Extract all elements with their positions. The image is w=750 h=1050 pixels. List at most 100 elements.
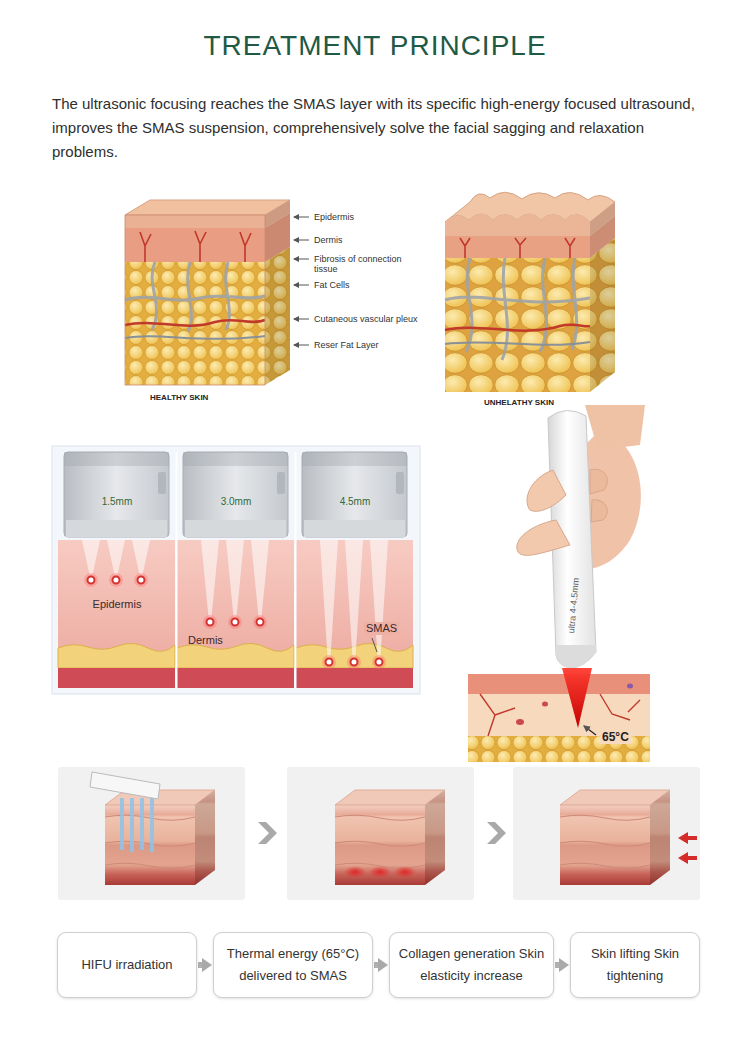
handpiece-illustration	[562, 668, 592, 728]
healthy-skin-cube	[125, 200, 290, 215]
figure-caption: HEALTHY SKIN	[150, 393, 208, 403]
healthy-skin-cube	[265, 200, 290, 385]
process-illustrations	[122, 798, 152, 852]
handpiece-illustration	[585, 405, 645, 450]
transducer-panel	[372, 638, 377, 652]
transducer-panel	[203, 615, 217, 629]
unhealthy-skin-cube	[460, 238, 575, 258]
arrow-head	[202, 958, 212, 972]
process-illustrations	[258, 822, 277, 844]
transducer-panel	[257, 619, 264, 626]
transducer-panel	[58, 452, 175, 688]
transducer-panel	[207, 619, 214, 626]
handpiece-illustration	[542, 702, 548, 707]
depth-label: 1.5mm	[58, 496, 176, 508]
layer-label: Cutaneous vascular pleux	[314, 314, 418, 324]
process-illustrations	[140, 798, 144, 850]
transducer-panel	[52, 446, 420, 694]
process-illustrations	[105, 790, 215, 885]
handpiece-illustration	[556, 645, 596, 668]
process-illustrations	[58, 767, 245, 900]
process-box: HIFU irradiation	[57, 932, 197, 998]
process-box: Thermal energy (65°C) delivered to SMAS	[213, 932, 373, 998]
transducer-panel	[177, 452, 294, 688]
handpiece-illustration	[584, 726, 596, 735]
process-illustrations	[560, 790, 670, 885]
depth-label: 3.0mm	[177, 496, 295, 508]
healthy-skin-cube	[125, 320, 265, 326]
transducer-panel	[251, 540, 269, 617]
process-illustrations	[287, 767, 474, 900]
healthy-skin-cube	[125, 228, 265, 262]
unhealthy-skin-cube	[445, 325, 590, 331]
process-illustrations	[130, 798, 134, 852]
layer-label: Epidermis	[314, 212, 354, 222]
transducer-panel	[226, 540, 244, 617]
unhealthy-skin-cube	[445, 192, 615, 392]
layer-label: Epidermis	[58, 598, 176, 611]
leader-lines	[294, 319, 309, 320]
healthy-skin-cube	[125, 262, 265, 385]
layer-label: Reser Fat Layer	[314, 340, 379, 350]
box-text: Skin lifting Skin tightening	[578, 943, 692, 987]
flow-arrow	[374, 958, 388, 972]
box-text: Thermal energy (65°C) delivered to SMAS	[221, 943, 365, 987]
figure-caption: UNHELATHY SKIN	[484, 398, 554, 408]
unhealthy-skin-cube	[445, 342, 590, 345]
transducer-panel	[84, 573, 386, 669]
process-illustrations	[90, 772, 160, 799]
unhealthy-skin-cube	[590, 202, 615, 392]
unhealthy-skin-cube	[445, 258, 590, 360]
transducer-panel	[295, 452, 297, 688]
transducer-panel	[232, 619, 239, 626]
temperature-label: 65°C	[600, 730, 631, 744]
process-illustrations	[120, 798, 124, 850]
unhealthy-skin-cube	[445, 236, 590, 258]
process-illustrations	[58, 767, 700, 900]
leader-lines	[294, 240, 309, 241]
transducer-panel	[132, 540, 150, 575]
transducer-panel	[138, 577, 145, 584]
transducer-panel	[322, 655, 336, 669]
layer-label: Fat Cells	[314, 280, 350, 290]
transducer-panel	[376, 659, 383, 666]
handpiece-illustration	[527, 470, 566, 511]
handpiece-illustration	[468, 405, 650, 762]
depth-label: 4.5mm	[296, 496, 414, 508]
process-illustrations	[394, 866, 416, 878]
box-text: HIFU irradiation	[81, 954, 172, 976]
page-title: TREATMENT PRINCIPLE	[0, 30, 750, 62]
process-illustrations	[678, 832, 697, 844]
transducer-panel	[370, 540, 388, 657]
transducer-panel	[351, 659, 358, 666]
transducer-panel	[176, 452, 178, 688]
leader-lines	[294, 345, 309, 346]
handpiece-illustration	[590, 469, 607, 522]
transducer-panel	[134, 573, 148, 587]
layer-label: SMAS	[364, 622, 399, 635]
box-text: Collagen generation Skin elasticity incr…	[397, 943, 546, 987]
transducer-panel	[345, 540, 363, 657]
healthy-skin-cube	[125, 200, 290, 385]
process-illustrations	[369, 866, 391, 878]
leader-lines	[294, 259, 309, 260]
unhealthy-skin-cube	[445, 258, 590, 392]
flow-arrow	[198, 958, 212, 972]
transducer-panel	[82, 540, 100, 575]
transducer-panel	[109, 573, 123, 587]
handpiece-illustration	[627, 684, 633, 689]
healthy-skin-cube	[125, 215, 265, 385]
transducer-panel	[320, 540, 338, 657]
transducer-panel	[201, 540, 219, 617]
handpiece-illustration	[517, 520, 570, 555]
transducer-panel	[296, 452, 413, 688]
transducer-panel	[107, 540, 125, 575]
process-box: Skin lifting Skin tightening	[570, 932, 700, 998]
layer-label: Dermis	[188, 634, 223, 647]
process-illustrations	[678, 852, 697, 864]
process-box: Collagen generation Skin elasticity incr…	[389, 932, 554, 998]
healthy-skin-cube	[125, 262, 265, 332]
leader-lines	[294, 217, 309, 218]
arrow-head	[378, 958, 388, 972]
transducer-panel	[113, 577, 120, 584]
